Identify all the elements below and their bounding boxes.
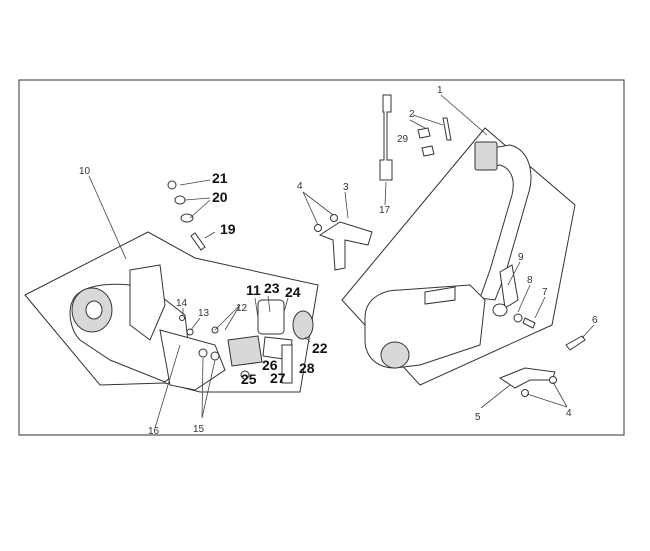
callout-14: 14 (176, 298, 188, 309)
middle-bracket-group (314, 94, 393, 271)
exhaust-group-outline (341, 127, 576, 386)
bolt-6 (565, 335, 586, 351)
callout-26: 26 (262, 357, 278, 373)
washer-15a (198, 348, 208, 358)
nut-25 (240, 370, 250, 380)
washer-20b (180, 213, 194, 223)
bolt-4b (330, 214, 338, 222)
callout-3: 3 (343, 182, 349, 193)
diagram-frame (18, 79, 625, 436)
callout-19: 19 (220, 221, 236, 237)
callout-25: 25 (241, 371, 257, 387)
oxygen-sensor-17 (379, 94, 393, 181)
strap-part (281, 344, 293, 384)
nut-29a (417, 127, 431, 139)
connecting-pipe (227, 335, 263, 367)
callout-8: 8 (527, 275, 533, 286)
callout-9: 9 (518, 252, 524, 263)
callout-2: 2 (409, 109, 415, 120)
callout-13: 13 (198, 308, 210, 319)
bracket-9 (499, 264, 519, 309)
callout-23: 23 (264, 280, 280, 296)
muffler-outlet (85, 300, 103, 320)
callout-17: 17 (379, 205, 391, 216)
washer-8 (513, 313, 523, 323)
callout-5: 5 (475, 412, 481, 423)
bolt-4d (549, 376, 557, 384)
nut-21 (167, 180, 177, 190)
callout-7: 7 (542, 287, 548, 298)
callout-29: 29 (397, 134, 409, 145)
seal-ring-22 (292, 310, 314, 340)
washer-15b (210, 351, 220, 361)
bolt-7 (522, 317, 536, 329)
bracket-5 (498, 367, 556, 389)
callout-6: 6 (592, 315, 598, 326)
callout-10: 10 (79, 166, 91, 177)
callout-21: 21 (212, 170, 228, 186)
bolt-19 (190, 232, 206, 251)
callout-22: 22 (312, 340, 328, 356)
bolt-14 (179, 315, 185, 321)
nut-13 (186, 328, 194, 336)
callout-4b: 4 (566, 408, 572, 419)
callout-20: 20 (212, 189, 228, 205)
nut-29b (421, 145, 435, 157)
silencer-outlet (380, 341, 410, 369)
callout-1: 1 (437, 85, 443, 96)
exhaust-pipe-group (341, 117, 586, 397)
muffler-assembly-group (24, 180, 319, 393)
rubber-bushing-8 (492, 303, 508, 317)
muffler-group-outline (24, 231, 319, 393)
bolt-4a (314, 224, 322, 232)
bolt-4c (521, 389, 529, 397)
callout-16: 16 (148, 426, 160, 437)
leader-lines (88, 94, 595, 429)
exhaust-head-pipe (479, 144, 532, 301)
callout-4a: 4 (297, 181, 303, 192)
callout-12: 12 (236, 303, 248, 314)
callout-27: 27 (270, 370, 286, 386)
callout-11: 11 (246, 282, 261, 298)
callout-labels: 1 2 3 4 4 5 6 7 8 9 10 11 12 13 14 15 16… (79, 85, 598, 437)
callout-15: 15 (193, 424, 205, 435)
muffler-bracket (159, 329, 226, 391)
gasket-2 (442, 117, 452, 141)
muffler-heat-shield (129, 264, 166, 341)
silencer-shield (424, 286, 456, 305)
callout-24: 24 (285, 284, 301, 300)
exhaust-flange (474, 141, 498, 171)
bracket-3 (318, 221, 373, 271)
callout-28: 28 (299, 360, 315, 376)
washer-20 (174, 195, 186, 205)
clamp-part (257, 299, 285, 335)
